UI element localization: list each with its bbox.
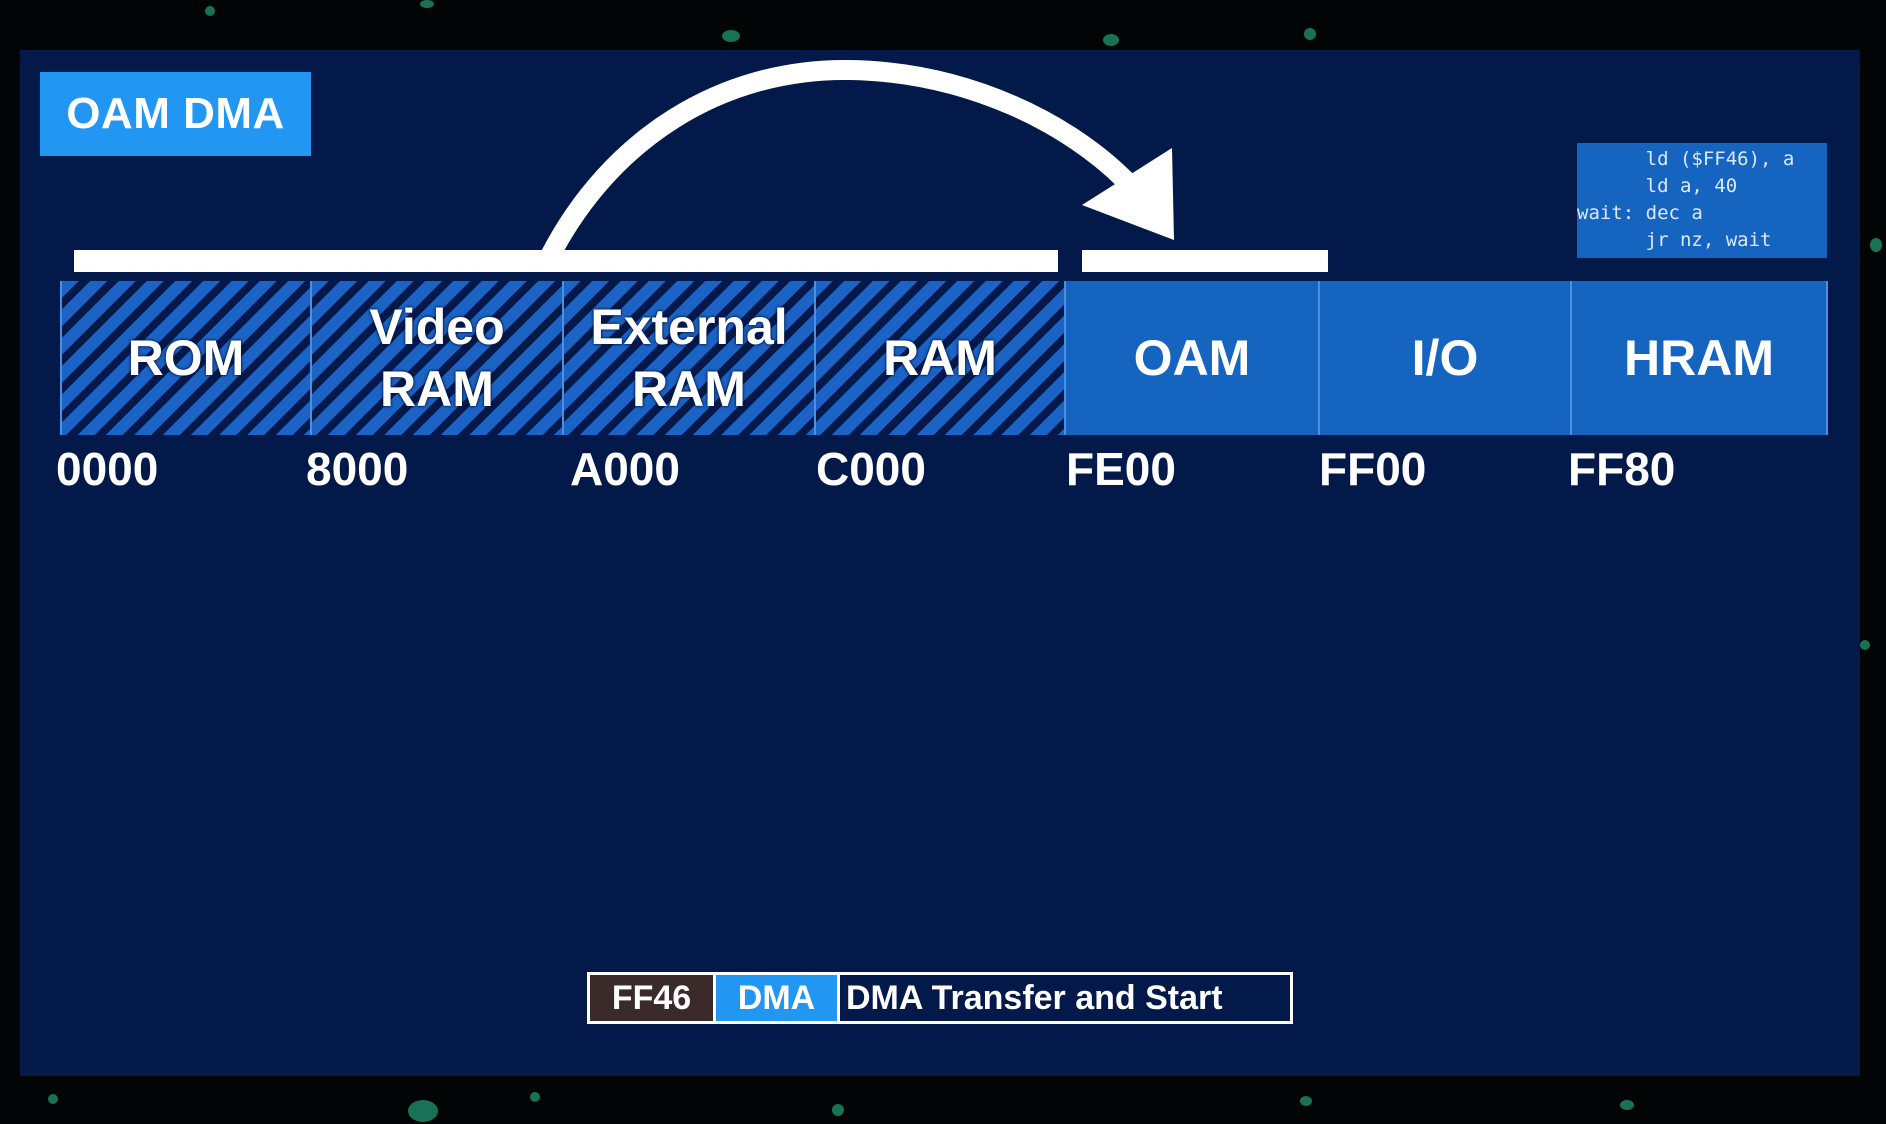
region-rom: ROM xyxy=(60,281,312,435)
region-external-ram: External RAM xyxy=(564,281,816,435)
destination-bracket xyxy=(1082,250,1328,272)
code-snippet: ld ($FF46), a ld a, 40 wait: dec a jr nz… xyxy=(1577,143,1827,258)
region-label: OAM xyxy=(1133,330,1251,386)
region-ram: RAM xyxy=(816,281,1066,435)
memory-map: ROM Video RAM External RAM RAM OAM I/O H… xyxy=(60,281,1828,435)
background-speck xyxy=(1860,640,1870,650)
code-line: ld a, 40 xyxy=(1577,175,1738,197)
background-speck xyxy=(420,0,434,8)
transfer-diagram xyxy=(74,59,1328,272)
code-line: jr nz, wait xyxy=(1577,229,1772,251)
background-speck xyxy=(1304,28,1316,40)
register-row: FF46 DMA DMA Transfer and Start xyxy=(587,972,1293,1024)
address-label: FE00 xyxy=(1066,443,1176,495)
slide: OAM DMA ld ($FF46), a ld a, 40 wait: dec… xyxy=(20,50,1860,1076)
region-io: I/O xyxy=(1320,281,1572,435)
region-label: Video xyxy=(369,299,505,355)
background-speck xyxy=(1620,1100,1634,1110)
background-speck xyxy=(1870,238,1882,252)
background-speck xyxy=(1103,34,1119,46)
region-label: HRAM xyxy=(1624,330,1774,386)
region-label: RAM xyxy=(883,330,997,386)
transfer-arrow-head xyxy=(1082,148,1174,240)
region-label: I/O xyxy=(1411,330,1479,386)
background-speck xyxy=(408,1100,438,1122)
code-line: wait: dec a xyxy=(1577,202,1703,224)
background-speck xyxy=(832,1104,844,1116)
address-label: FF00 xyxy=(1319,443,1427,495)
register-description: DMA Transfer and Start xyxy=(840,975,1290,1021)
background-speck xyxy=(48,1094,58,1104)
background-speck xyxy=(722,30,740,42)
address-label: 0000 xyxy=(56,443,159,495)
slide-title: OAM DMA xyxy=(40,72,311,156)
background-speck xyxy=(1300,1096,1312,1106)
region-hram: HRAM xyxy=(1572,281,1828,435)
address-label: C000 xyxy=(816,443,926,495)
address-label: FF80 xyxy=(1568,443,1676,495)
register-address: FF46 xyxy=(590,975,716,1021)
background-speck xyxy=(205,6,215,16)
address-label: 8000 xyxy=(306,443,409,495)
source-bracket xyxy=(74,250,1058,272)
region-oam: OAM xyxy=(1066,281,1320,435)
address-label: A000 xyxy=(570,443,680,495)
region-label: ROM xyxy=(127,330,245,386)
transfer-arrow-curve xyxy=(540,59,1135,266)
background-speck xyxy=(530,1092,540,1102)
code-line: ld ($FF46), a xyxy=(1577,148,1795,170)
region-video-ram: Video RAM xyxy=(312,281,564,435)
region-label: RAM xyxy=(632,361,746,417)
region-label: RAM xyxy=(380,361,494,417)
register-name: DMA xyxy=(716,975,840,1021)
region-label: External xyxy=(590,299,788,355)
